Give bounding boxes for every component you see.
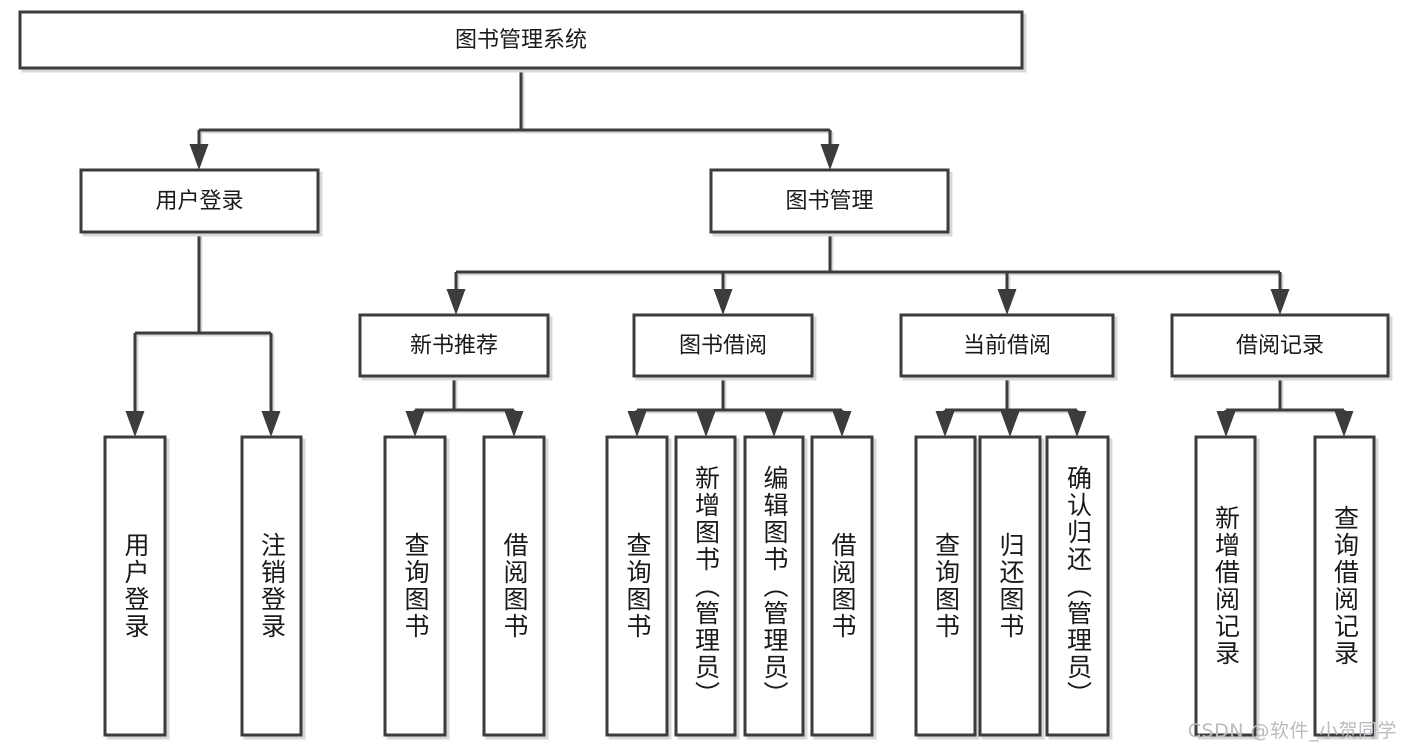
- node-box[interactable]: [743, 435, 805, 737]
- arrow-head-icon: [713, 289, 733, 315]
- node-box[interactable]: [978, 435, 1042, 737]
- node-leaf-6[interactable]: [743, 435, 808, 740]
- node-box[interactable]: [899, 313, 1115, 378]
- arrow-head-icon: [1000, 411, 1020, 437]
- arrow-head-icon: [504, 411, 524, 437]
- node-root-label: 图书管理系统: [455, 28, 587, 53]
- arrow-head-icon: [1216, 411, 1236, 437]
- node-level2-label-1: 图书管理: [785, 189, 873, 214]
- arrow-head-icon: [405, 411, 425, 437]
- connector-manage-to-level3: [446, 232, 1290, 315]
- node-box-layer: [18, 10, 1393, 740]
- node-box[interactable]: [383, 435, 447, 737]
- node-level2-1[interactable]: [709, 168, 953, 237]
- node-leaf-5[interactable]: [674, 435, 740, 740]
- node-box[interactable]: [103, 435, 167, 737]
- arrow-head-icon: [261, 411, 281, 437]
- node-level2-0[interactable]: [79, 168, 323, 237]
- node-box[interactable]: [810, 435, 874, 737]
- node-level3-3[interactable]: [1170, 313, 1393, 381]
- node-box[interactable]: [482, 435, 546, 737]
- node-box[interactable]: [1313, 435, 1376, 737]
- node-level3-0[interactable]: [358, 313, 553, 381]
- arrow-head-icon: [696, 411, 716, 437]
- arrow-head-icon: [832, 411, 852, 437]
- node-box[interactable]: [632, 313, 814, 378]
- node-box[interactable]: [240, 435, 303, 737]
- node-box[interactable]: [18, 10, 1024, 70]
- node-leaf-9[interactable]: [978, 435, 1045, 740]
- connector-borrow-to-leaves: [627, 376, 852, 437]
- node-level2-label-0: 用户登录: [155, 189, 243, 214]
- node-box[interactable]: [709, 168, 950, 234]
- node-box[interactable]: [914, 435, 977, 737]
- node-level3-label-3: 借阅记录: [1236, 334, 1324, 359]
- node-leaf-1[interactable]: [240, 435, 306, 740]
- node-level3-label-0: 新书推荐: [410, 334, 498, 359]
- node-box[interactable]: [605, 435, 669, 737]
- connector-login-to-leaves: [125, 232, 281, 437]
- arrow-head-icon: [1067, 411, 1087, 437]
- arrow-head-icon: [189, 144, 209, 170]
- node-box[interactable]: [1170, 313, 1390, 378]
- arrow-head-icon: [935, 411, 955, 437]
- arrow-head-icon: [1334, 411, 1354, 437]
- node-leaf-0[interactable]: [103, 435, 170, 740]
- node-leaf-7[interactable]: [810, 435, 877, 740]
- node-box[interactable]: [1194, 435, 1257, 737]
- connector-record-to-leaves: [1216, 376, 1354, 437]
- connector-root-to-level2: [189, 68, 840, 170]
- arrow-head-icon: [1270, 289, 1290, 315]
- node-leaf-2[interactable]: [383, 435, 450, 740]
- node-box[interactable]: [1045, 435, 1110, 737]
- node-box[interactable]: [79, 168, 320, 234]
- connector-current-to-leaves: [935, 376, 1087, 437]
- node-box[interactable]: [674, 435, 737, 737]
- node-box[interactable]: [358, 313, 550, 378]
- node-leaf-12[interactable]: [1313, 435, 1379, 740]
- connector-layer: [125, 68, 1354, 437]
- node-leaf-10[interactable]: [1045, 435, 1113, 740]
- watermark-text: CSDN @软件_小贺同学: [1187, 720, 1397, 742]
- arrow-head-icon: [125, 411, 145, 437]
- node-level3-label-1: 图书借阅: [679, 334, 767, 359]
- arrow-head-icon: [446, 289, 466, 315]
- arrow-head-icon: [764, 411, 784, 437]
- node-level3-2[interactable]: [899, 313, 1118, 381]
- node-leaf-4[interactable]: [605, 435, 672, 740]
- arrow-head-icon: [997, 289, 1017, 315]
- arrow-head-icon: [820, 144, 840, 170]
- arrow-head-icon: [627, 411, 647, 437]
- node-level3-1[interactable]: [632, 313, 817, 381]
- node-level3-label-2: 当前借阅: [963, 334, 1051, 359]
- node-root[interactable]: [18, 10, 1027, 73]
- connector-newbook-to-leaves: [405, 376, 524, 437]
- node-leaf-11[interactable]: [1194, 435, 1260, 740]
- node-leaf-3[interactable]: [482, 435, 549, 740]
- node-leaf-8[interactable]: [914, 435, 980, 740]
